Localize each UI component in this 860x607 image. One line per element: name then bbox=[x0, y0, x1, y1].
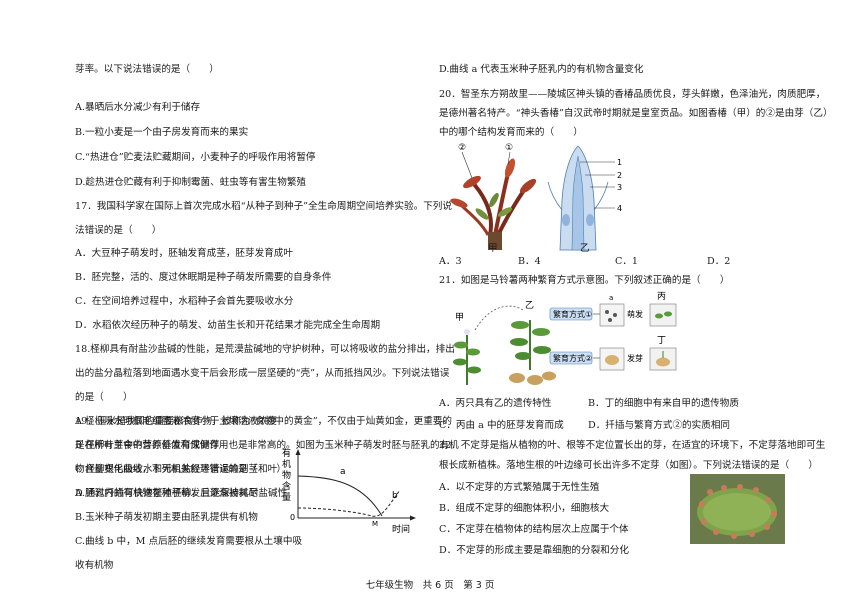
bud-label-yi: 乙 bbox=[580, 243, 590, 254]
bud-section-illustration bbox=[547, 145, 609, 251]
q22-option-d: D．不定芽的形成主要是靠细胞的分裂和分化 bbox=[439, 545, 629, 556]
q21-option-c: C．丙由 a 中的胚芽发育而成 bbox=[439, 420, 564, 431]
graph-label-a: a bbox=[340, 467, 346, 477]
q19-option-d: D.曲线 a 代表玉米种子胚乳内的有机物含量变化 bbox=[439, 64, 644, 75]
graph-xlabel: 时间 bbox=[392, 523, 410, 535]
graph-x-arrow bbox=[410, 515, 416, 521]
q22-option-a: A．以不定芽的方式繁殖属于无性生殖 bbox=[439, 482, 600, 493]
q16-stem-end: 芽率。以下说法错误的是（ ） bbox=[75, 64, 219, 75]
q17-option-b: B．胚完整，活的、度过休眠期是种子萌发所需要的自身条件 bbox=[75, 272, 332, 283]
potato-label-jia: 甲 bbox=[455, 312, 464, 323]
potato-sprout: 发芽 bbox=[627, 353, 643, 363]
q18-stem-line2: 出的盐分晶粒落到地面遇水变干后会形成一层坚硬的“壳”，从而抵挡风沙。下列说法错误 bbox=[75, 368, 450, 379]
potato-label-a: a bbox=[609, 294, 613, 302]
potato-plant-yi bbox=[509, 320, 556, 385]
q19-option-a: A.胚乳内的有机物在种子萌发后逐渐被耗尽 bbox=[75, 488, 258, 499]
graph-origin-label: 0 bbox=[290, 513, 295, 522]
potato-mode-2: 繁育方式② bbox=[553, 353, 592, 363]
graph-ylabel-3: 物 bbox=[282, 469, 291, 481]
graph-ylabel-2: 机 bbox=[282, 458, 291, 470]
graph-label-b: b bbox=[392, 491, 398, 501]
q19-option-c-cont: 收有机物 bbox=[75, 560, 114, 571]
q21-potato-figure: 甲 乙 繁育方式① a 萌发 丙 繁育方式② 发芽 丁 bbox=[453, 291, 677, 385]
graph-ylabel-5: 量 bbox=[282, 492, 291, 503]
q16-option-a: A.暴晒后水分减少有利于储存 bbox=[75, 102, 201, 113]
q17-stem-line2: 法错误的是（ ） bbox=[75, 225, 162, 236]
graph-curve-a bbox=[297, 475, 383, 517]
q22-stem-line2: 根长成新植株。落地生根的叶边缘可长出许多不定芽（如图）。下列说法错误的是（ ） bbox=[439, 460, 818, 471]
graph-curve-b bbox=[297, 489, 401, 517]
potato-germinate: 萌发 bbox=[627, 309, 643, 319]
potato-plant-jia bbox=[453, 329, 481, 385]
q16-option-d: D.趁热进仓贮藏有利于抑制霉菌、蛀虫等有害生物繁殖 bbox=[75, 177, 307, 188]
potato-label-bing: 丙 bbox=[657, 291, 666, 302]
q17-option-d: D．水稻依次经历种子的萌发、幼苗生长和开花结果才能完成全生命周期 bbox=[75, 320, 381, 331]
q19-organic-matter-graph: 有 机 物 含 量 0 a b M 时间 bbox=[282, 448, 416, 535]
graph-ylabel-1: 有 bbox=[282, 448, 291, 459]
bud-label-2: 2 bbox=[617, 171, 622, 180]
q18-option-c: C 柽柳根毛吸收水和无机盐经导管运输到茎和叶 bbox=[75, 464, 278, 475]
q22-option-b: B．组成不定芽的细胞体积小，细胞核大 bbox=[439, 503, 610, 514]
q21-option-b: B．丁的细胞中有来自甲的遗传物质 bbox=[588, 398, 739, 409]
q22-stem-line1: 22．不定芽是指从植物的叶、根等不定位置长出的芽，在适宜的环境下，不定芽落地即可… bbox=[439, 440, 826, 451]
q18-option-d: D 通过扦插可快速繁殖柽柳，且能保持其耐盐碱性 bbox=[75, 488, 288, 499]
q18-stem-line3: 的是（ ） bbox=[75, 392, 133, 403]
q19-stem-line3: 物含量变化曲线，下列相关叙述错误的是（ ） bbox=[75, 464, 287, 475]
q20-option-d: D．2 bbox=[707, 256, 731, 267]
q21-stem: 21．如图是马铃薯两种繁育方式示意图。下列叙述正确的是（ ） bbox=[439, 275, 730, 286]
graph-label-m: M bbox=[372, 520, 378, 528]
graph-ylabel-4: 含 bbox=[282, 480, 291, 492]
q19-option-c: C.曲线 b 中，M 点后胚的继续发育需要根从土壤中吸 bbox=[75, 536, 303, 547]
q18-option-a: A 柽柳吸水时根毛细胞液浓度小于土壤溶液浓度 bbox=[75, 416, 277, 427]
potato-mode-1: 繁育方式① bbox=[553, 309, 592, 319]
q21-option-d: D．扦插与繁育方式②的实质相同 bbox=[588, 420, 731, 431]
q20-stem-line3: 中的哪个结构发育而来的（ ） bbox=[439, 127, 583, 138]
q18-stem-line1: 18.柽柳具有耐盐沙盐碱的性能，是荒漠盐碱地的守护树种，可以将吸收的盐分排出，排… bbox=[75, 344, 455, 355]
q16-option-c: C.“热进仓”贮麦法贮藏期间，小麦种子的呼吸作用将暂停 bbox=[75, 152, 316, 163]
q19-option-b: B.玉米种子萌发初期主要由胚乳提供有机物 bbox=[75, 512, 258, 523]
q17-option-c: C．在空间培养过程中，水稻种子会首先要吸收水分 bbox=[75, 296, 294, 307]
graph-y-arrow bbox=[295, 449, 301, 455]
q20-stem-line1: 20．智圣东方朔故里——陵城区神头镇的香椿品质优良，芽头鲜嫩，色泽油光，肉质肥厚… bbox=[439, 89, 826, 100]
toon-label-jia: 甲 bbox=[488, 243, 498, 254]
q18-option-b: B 柽柳叶芽中的芽原基发育成侧芽 bbox=[75, 440, 220, 451]
q19-stem-line2: 是在所有主食中营养价值和保健作用也是非常高的。如图为玉米种子萌发时胚与胚乳的有机 bbox=[75, 440, 459, 451]
toon-sprout-illustration bbox=[450, 158, 537, 250]
bud-label-3: 3 bbox=[617, 183, 622, 192]
q22-leaf-photo bbox=[690, 474, 785, 544]
q16-option-b: B.一粒小麦是一个由子房发育而来的果实 bbox=[75, 127, 249, 138]
q22-option-c: C．不定芽在植物体的结构层次上应属于个体 bbox=[439, 524, 629, 535]
page-footer: 七年级生物 共 6 页 第 3 页 bbox=[365, 580, 495, 591]
q20-stem-line2: 是德州著名特产。“神头香椿”自汉武帝时期就是皇室贡品。如图香椿（甲）的②是由芽（… bbox=[439, 108, 833, 119]
toon-mark-1: ① bbox=[505, 143, 513, 153]
q20-option-b: B．4 bbox=[518, 256, 541, 267]
bud-label-1: 1 bbox=[617, 158, 622, 167]
potato-label-ding: 丁 bbox=[657, 336, 666, 346]
toon-mark-2: ② bbox=[458, 143, 466, 153]
potato-label-yi: 乙 bbox=[525, 300, 534, 311]
bud-label-4: 4 bbox=[617, 204, 622, 213]
q17-option-a: A．大豆种子萌发时，胚轴发育成茎，胚芽发育成叶 bbox=[75, 248, 293, 259]
q20-option-c: C．1 bbox=[615, 256, 639, 267]
q20-toon-figure: ② ① 1 2 3 4 bbox=[450, 143, 622, 251]
q20-option-a: A．3 bbox=[439, 256, 462, 267]
q21-option-a: A．丙只具有乙的遗传特性 bbox=[439, 398, 552, 409]
q19-stem-line1: 19．玉米是我国的重要粮食作物，被称为“食物中的黄金”，不仅由于灿黄如金，更重要… bbox=[75, 416, 452, 427]
q17-stem-line1: 17．我国科学家在国际上首次完成水稻“从种子到种子”全生命周期空间培养实验。下列… bbox=[75, 201, 452, 212]
